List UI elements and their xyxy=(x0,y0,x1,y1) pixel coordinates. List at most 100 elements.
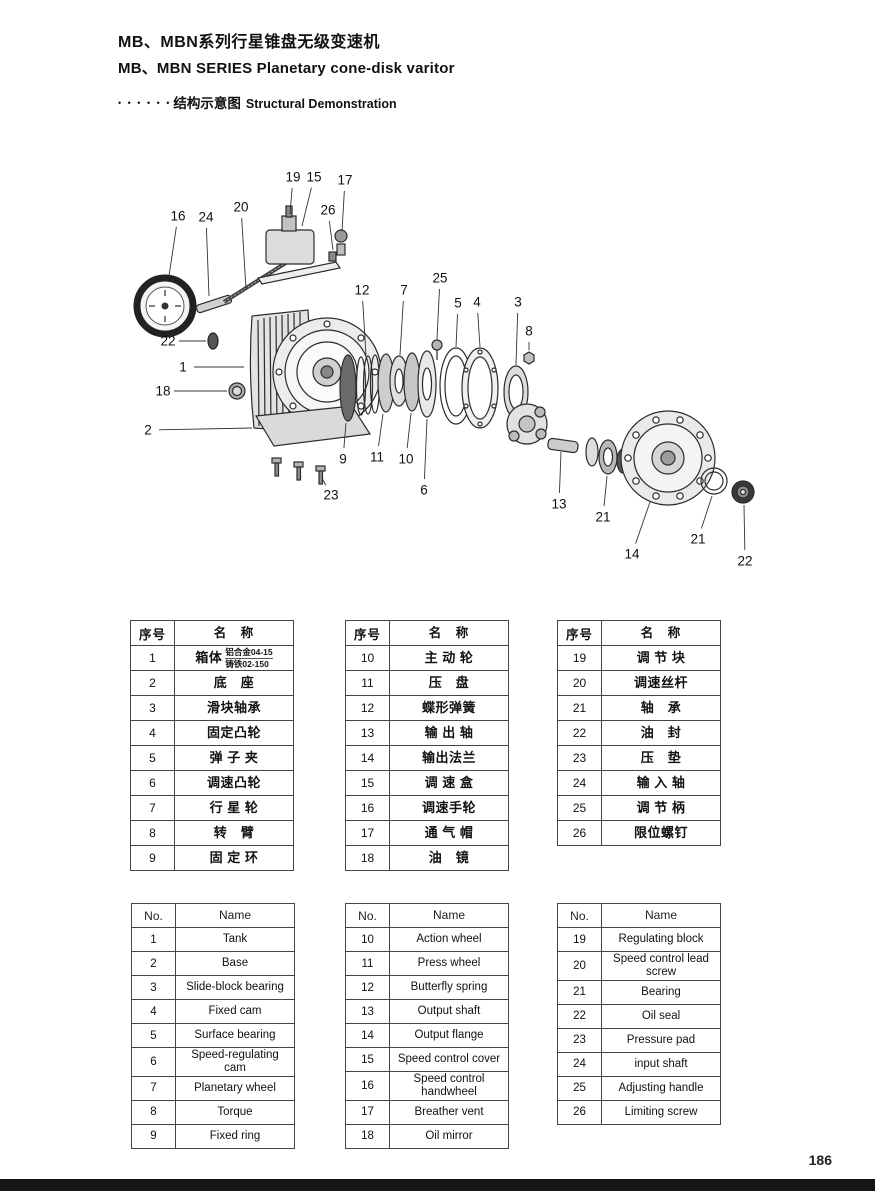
part-number-cell: 9 xyxy=(131,1123,176,1149)
callout-leader-line xyxy=(343,422,347,449)
part-number-cell: 26 xyxy=(557,1099,602,1125)
title-chinese: MB、MBN系列行星锥盘无级变速机 xyxy=(118,34,380,51)
part-number-cell: 22 xyxy=(557,1003,602,1029)
callout-leader-line xyxy=(301,187,312,227)
part-number-cell: 22 xyxy=(557,720,602,746)
part-name-cell: 轴 承 xyxy=(601,695,721,721)
part-name-cell: Action wheel xyxy=(389,927,509,952)
part-number-cell: 23 xyxy=(557,745,602,771)
part-name-cell: 油 镜 xyxy=(389,845,509,871)
column-header-name: 名 称 xyxy=(174,620,294,646)
callout-leader-line xyxy=(399,300,404,356)
part-name-cell: Fixed ring xyxy=(175,1123,295,1149)
part-name-cell: 固定凸轮 xyxy=(174,720,294,747)
input-shaft-illustration xyxy=(195,294,233,350)
callout-leader-line xyxy=(362,300,367,356)
part-name-cell: Speed control handwheel xyxy=(389,1071,509,1101)
diagram-callout-25: 25 xyxy=(432,271,447,286)
part-number-cell: 13 xyxy=(345,720,390,746)
part-number-cell: 8 xyxy=(130,820,175,847)
part-number-cell: 24 xyxy=(557,1051,602,1077)
part-name-cell: 输 出 轴 xyxy=(389,720,509,746)
part-number-cell: 7 xyxy=(130,795,175,822)
diagram-callout-11: 11 xyxy=(370,450,384,465)
diagram-callout-8: 8 xyxy=(525,324,533,339)
part-number-cell: 7 xyxy=(131,1075,176,1101)
part-name-cell: 调 节 块 xyxy=(601,645,721,671)
part-name-cell: 主 动 轮 xyxy=(389,645,509,671)
part-number-cell: 3 xyxy=(130,695,175,722)
part-name-cell: Adjusting handle xyxy=(601,1075,721,1101)
callout-leader-line xyxy=(558,451,562,494)
part-name-cell: Tank xyxy=(175,927,295,952)
part-name-cell: 输 入 轴 xyxy=(601,770,721,796)
part-number-cell: 17 xyxy=(345,820,390,846)
part-name-cell: 调速手轮 xyxy=(389,795,509,821)
diagram-callout-7: 7 xyxy=(400,283,408,298)
part-name-cell: Base xyxy=(175,951,295,976)
part-name-cell: Speed-regulating cam xyxy=(175,1047,295,1077)
column-header-no: 序号 xyxy=(557,620,602,646)
part-name-cell: 转 臂 xyxy=(174,820,294,847)
part-name-cell: 调速丝杆 xyxy=(601,670,721,696)
column-header-no: No. xyxy=(557,903,602,928)
part-number-cell: 16 xyxy=(345,795,390,821)
part-number-cell: 11 xyxy=(345,670,390,696)
part-number-cell: 5 xyxy=(130,745,175,772)
section-label: • • • • • • 结构示意图 Structural Demonstrati… xyxy=(118,92,397,112)
diagram-callout-2: 2 xyxy=(144,423,152,438)
base-illustration xyxy=(255,405,372,485)
diagram-callout-9: 9 xyxy=(339,452,347,467)
part-name-cell: Surface bearing xyxy=(175,1023,295,1048)
callout-leader-line xyxy=(378,413,384,447)
callout-leader-line xyxy=(158,427,253,431)
diagram-callout-21: 21 xyxy=(690,532,705,547)
housing-illustration xyxy=(228,309,382,433)
part-number-cell: 10 xyxy=(345,927,390,952)
diagram-callout-17: 17 xyxy=(337,173,352,188)
diagram-callout-12: 12 xyxy=(354,283,369,298)
part-name-cell: 滑块轴承 xyxy=(174,695,294,722)
diagram-callout-13: 13 xyxy=(551,497,566,512)
page-number: 186 xyxy=(808,1152,832,1168)
part-number-cell: 1 xyxy=(130,644,175,672)
callout-leader-line xyxy=(515,312,519,366)
part-name-cell: 行 星 轮 xyxy=(174,795,294,822)
callout-leader-line xyxy=(321,477,327,486)
diagram-callout-15: 15 xyxy=(306,170,321,185)
bullet-dots: • • • • • • xyxy=(118,98,172,108)
diagram-callout-5: 5 xyxy=(454,296,462,311)
part-name-cell: Oil mirror xyxy=(389,1123,509,1149)
part-number-cell: 6 xyxy=(131,1047,176,1077)
part-number-cell: 19 xyxy=(557,927,602,952)
part-number-cell: 2 xyxy=(131,951,176,976)
column-header-no: 序号 xyxy=(345,620,390,646)
part-number-cell: 15 xyxy=(345,1047,390,1072)
part-number-cell: 4 xyxy=(130,720,175,747)
diagram-callout-23: 23 xyxy=(323,488,338,503)
speed-control-box-illustration xyxy=(257,205,348,285)
diagram-callout-21: 21 xyxy=(595,510,610,525)
callout-leader-line xyxy=(743,504,746,551)
